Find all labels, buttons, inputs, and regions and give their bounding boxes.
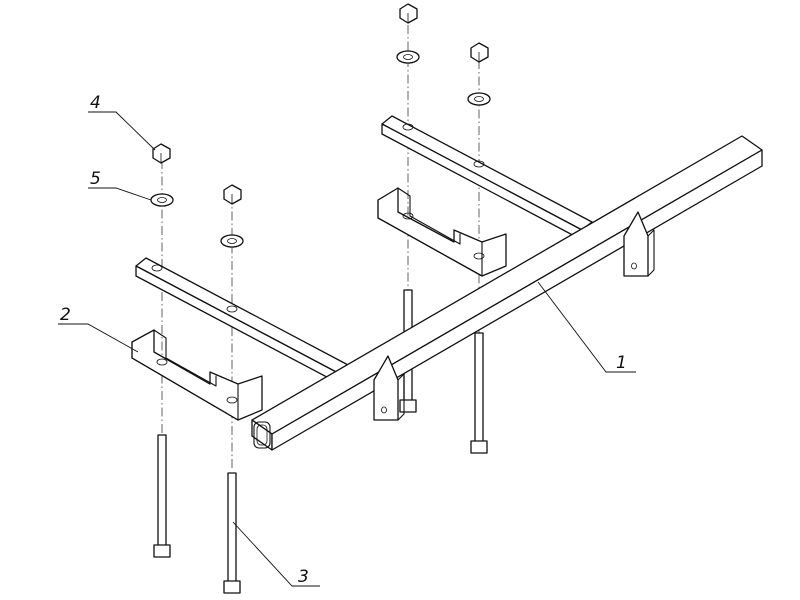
leader-5: [88, 187, 152, 201]
callout-5: 5: [90, 169, 101, 189]
nut-rear-right: [470, 42, 489, 63]
leader-4: [88, 111, 156, 151]
leader-2: [58, 323, 139, 353]
rear-bracket: [377, 187, 507, 277]
hole: [151, 264, 163, 272]
nut-rear-left: [399, 3, 418, 24]
bolt-front-left: [153, 434, 171, 558]
hole: [402, 123, 414, 131]
hole: [402, 212, 414, 220]
beam-lug-right: [623, 211, 655, 277]
hole: [226, 396, 238, 404]
leader-1: [537, 281, 636, 373]
nut-front-right: [223, 184, 242, 205]
callout-3: 3: [298, 567, 309, 587]
hole: [226, 305, 238, 313]
washer-front-left: [150, 193, 174, 207]
nut-front-left: [152, 143, 171, 164]
callout-1: 1: [616, 353, 627, 373]
hole: [631, 262, 637, 270]
front-bracket: [131, 329, 263, 421]
bolt-rear-right: [470, 332, 488, 454]
leader-lines: [58, 111, 636, 587]
hole: [473, 252, 485, 260]
leader-3: [232, 521, 320, 587]
callout-labels: 1 2 3 4 5: [60, 93, 627, 587]
callout-2: 2: [60, 305, 71, 325]
hole: [156, 358, 168, 366]
beam-lug-left: [373, 355, 405, 421]
washer-front-right: [220, 234, 244, 248]
hole: [381, 406, 387, 414]
hole: [473, 160, 485, 168]
bolt-front-right: [223, 472, 241, 594]
beam-tube-end: [253, 421, 271, 449]
washer-rear-left: [396, 50, 420, 64]
callout-4: 4: [90, 93, 101, 113]
washer-rear-right: [467, 92, 491, 106]
